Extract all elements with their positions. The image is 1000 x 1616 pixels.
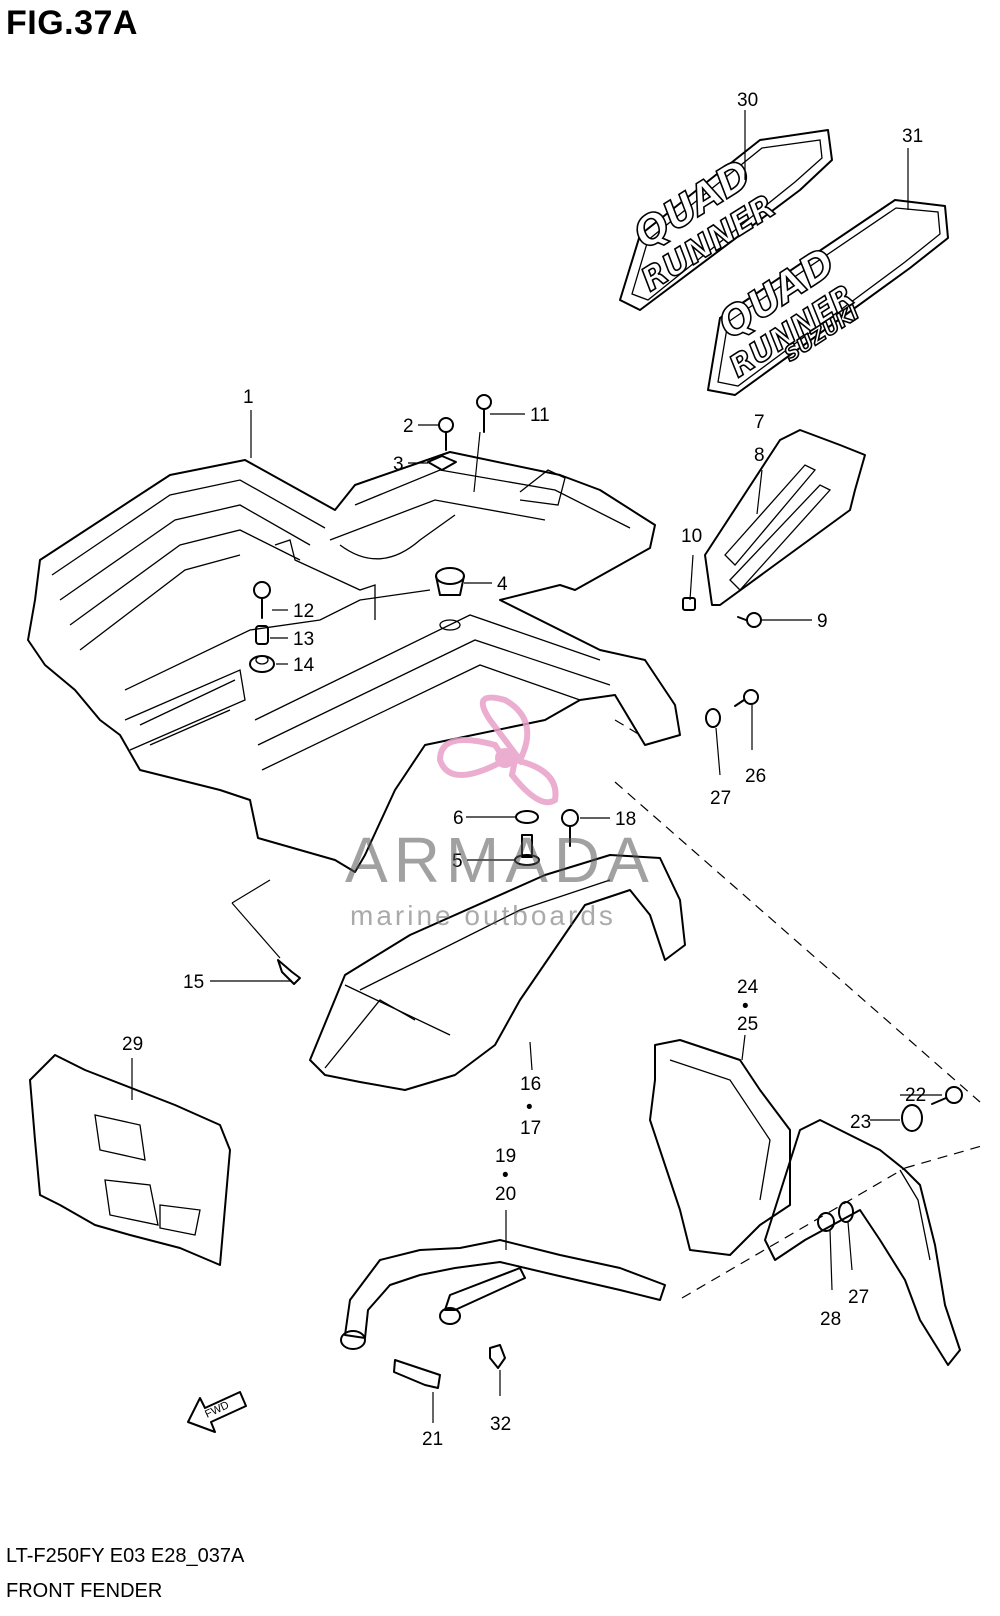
callout-22: 22 bbox=[905, 1085, 926, 1106]
callout-32: 32 bbox=[490, 1414, 511, 1435]
callout-15: 15 bbox=[183, 972, 204, 993]
side-bracket-right[interactable] bbox=[764, 1119, 961, 1366]
washer-27-upper[interactable] bbox=[705, 708, 721, 728]
screw-2[interactable] bbox=[438, 417, 454, 451]
washer-27-lower[interactable] bbox=[838, 1201, 854, 1223]
callout-1: 1 bbox=[243, 387, 254, 408]
callout-17: 17 bbox=[520, 1118, 541, 1139]
callout-27-lower: 27 bbox=[848, 1287, 869, 1308]
callout-19: 19 bbox=[495, 1146, 516, 1167]
nut-10[interactable] bbox=[682, 597, 696, 611]
grommet-4[interactable] bbox=[435, 567, 465, 631]
bolt-26[interactable] bbox=[734, 689, 759, 707]
bolt-12[interactable] bbox=[253, 581, 271, 619]
screw-18[interactable] bbox=[561, 809, 579, 847]
callout-8: 8 bbox=[754, 445, 765, 466]
bolt-11[interactable] bbox=[476, 394, 492, 433]
callout-30: 30 bbox=[737, 90, 758, 111]
stay-19-20[interactable] bbox=[340, 1239, 666, 1350]
clip-32[interactable] bbox=[489, 1344, 506, 1369]
bolt-22[interactable] bbox=[931, 1086, 963, 1105]
svg-text:•: • bbox=[742, 996, 749, 1017]
callout-24: 24 bbox=[737, 977, 759, 998]
callout-12: 12 bbox=[293, 601, 314, 622]
callout-28: 28 bbox=[820, 1309, 841, 1330]
screw-9[interactable] bbox=[737, 612, 762, 628]
callout-29: 29 bbox=[122, 1034, 143, 1055]
callout-14: 14 bbox=[293, 655, 315, 676]
callout-11: 11 bbox=[530, 405, 550, 426]
footer-section-name: FRONT FENDER bbox=[6, 1580, 163, 1602]
bracket-7-8[interactable] bbox=[704, 429, 866, 606]
callout-27-upper: 27 bbox=[710, 788, 731, 809]
watermark-logo-icon bbox=[436, 694, 559, 806]
callout-13: 13 bbox=[293, 629, 314, 650]
fwd-label: FWD bbox=[203, 1399, 231, 1420]
nut-28[interactable] bbox=[817, 1212, 835, 1232]
callout-9: 9 bbox=[817, 611, 828, 632]
callout-5: 5 bbox=[452, 851, 463, 872]
callout-labels: 1 2 3 4 5 6 7 8 9 10 11 12 13 14 15 16 1… bbox=[122, 90, 926, 1450]
callout-25: 25 bbox=[737, 1014, 758, 1035]
nut-3[interactable] bbox=[427, 455, 457, 471]
watermark-tagline: marine outboards bbox=[350, 900, 616, 931]
svg-text:•: • bbox=[526, 1097, 533, 1118]
bolt-15[interactable] bbox=[277, 959, 301, 985]
cushion-14[interactable] bbox=[249, 655, 275, 673]
callout-26: 26 bbox=[745, 766, 766, 787]
callout-23: 23 bbox=[850, 1112, 871, 1133]
bolt-21[interactable] bbox=[393, 1359, 441, 1389]
side-panel-29[interactable] bbox=[29, 1054, 231, 1266]
callout-4: 4 bbox=[497, 574, 508, 595]
callout-20: 20 bbox=[495, 1184, 516, 1205]
fwd-arrow-icon: FWD bbox=[187, 1391, 247, 1433]
callout-18: 18 bbox=[615, 809, 636, 830]
callout-7: 7 bbox=[754, 412, 765, 433]
cushion-6[interactable] bbox=[515, 810, 539, 824]
washer-23[interactable] bbox=[901, 1104, 923, 1132]
watermark-brand: ARMADA bbox=[345, 824, 655, 896]
figure-title: FIG.37A bbox=[6, 4, 138, 42]
svg-text:•: • bbox=[502, 1165, 509, 1186]
watermark: ARMADA marine outboards bbox=[345, 694, 655, 931]
callout-16: 16 bbox=[520, 1074, 541, 1095]
collar-13[interactable] bbox=[255, 625, 269, 645]
callout-10: 10 bbox=[681, 526, 702, 547]
callout-31: 31 bbox=[902, 126, 923, 147]
callout-6: 6 bbox=[453, 808, 464, 829]
callout-21: 21 bbox=[422, 1429, 443, 1450]
front-fender-16-17[interactable] bbox=[309, 854, 686, 1091]
mud-guard-24-25[interactable] bbox=[649, 1039, 791, 1256]
front-fender-main[interactable] bbox=[27, 451, 681, 873]
callout-3: 3 bbox=[393, 454, 404, 475]
footer-model-code: LT-F250FY E03 E28_037A bbox=[6, 1545, 245, 1567]
callout-2: 2 bbox=[403, 416, 414, 437]
leader-lines bbox=[131, 110, 986, 1423]
